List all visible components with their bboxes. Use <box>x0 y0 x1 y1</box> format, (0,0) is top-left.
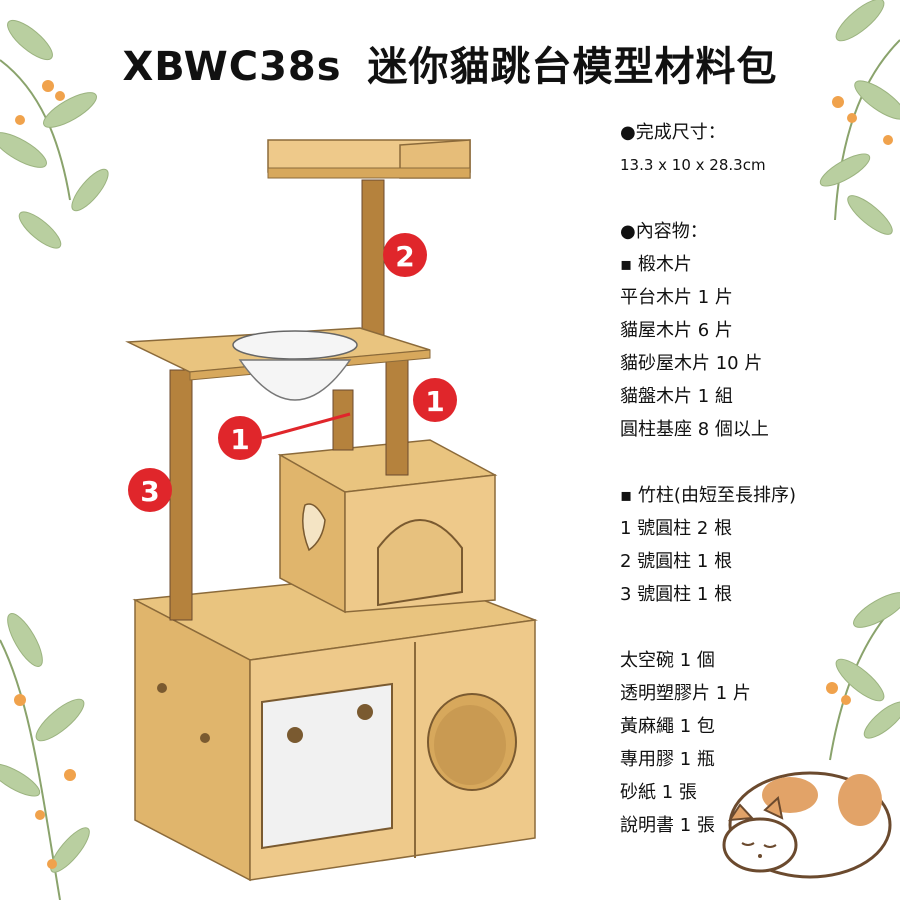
other-item: 砂紙 1 張 <box>620 782 697 803</box>
bamboo-item: 2 號圓柱 1 根 <box>620 551 733 572</box>
callout-3: 3 <box>128 468 172 512</box>
callout-1-left-label: 1 <box>230 423 249 456</box>
callout-1-left: 1 <box>218 416 262 460</box>
leaf-decoration-top-left <box>0 19 109 249</box>
page-title: XBWC38s 迷你貓跳台模型材料包 <box>0 34 900 92</box>
leaf-decoration-bottom-left <box>0 613 90 900</box>
wood-item: 貓盤木片 1 組 <box>620 386 733 407</box>
other-item: 黃麻繩 1 包 <box>620 716 715 737</box>
leaf-decoration-bottom-right <box>829 592 900 761</box>
callout-2: 2 <box>383 233 427 277</box>
callout-1-right: 1 <box>413 378 457 422</box>
size-heading: ●完成尺寸： <box>620 122 726 143</box>
spec-panel: ●完成尺寸： 13.3 x 10 x 28.3cm ●內容物： ▪ 椴木片 平台… <box>620 116 890 842</box>
wood-item: 貓屋木片 6 片 <box>620 320 733 341</box>
size-value: 13.3 x 10 x 28.3cm <box>620 156 766 174</box>
bamboo-heading: ▪ 竹柱(由短至長排序) <box>620 485 796 506</box>
wood-item: 圓柱基座 8 個以上 <box>620 419 769 440</box>
other-item: 說明書 1 張 <box>620 815 715 836</box>
sleeping-cat-icon <box>722 771 892 879</box>
other-item: 太空碗 1 個 <box>620 650 715 671</box>
product-code: XBWC38s <box>122 44 342 90</box>
contents-heading: ●內容物： <box>620 221 708 242</box>
berry-decoration-top-left <box>15 80 65 125</box>
callout-3-label: 3 <box>140 475 159 508</box>
bamboo-item: 3 號圓柱 1 根 <box>620 584 733 605</box>
leaf-decoration-top-right <box>819 0 900 235</box>
callout-1-right-label: 1 <box>425 385 444 418</box>
callout-2-label: 2 <box>395 240 414 273</box>
wood-heading: ▪ 椴木片 <box>620 254 692 275</box>
callout-line <box>261 412 351 440</box>
cat-tree-model <box>125 139 538 882</box>
berry-decoration-top-right <box>832 96 893 145</box>
other-item: 透明塑膠片 1 片 <box>620 683 751 704</box>
other-item: 專用膠 1 瓶 <box>620 749 715 770</box>
bamboo-item: 1 號圓柱 2 根 <box>620 518 733 539</box>
berry-decoration-bottom-right <box>826 682 851 705</box>
berry-decoration-bottom-left <box>14 694 76 869</box>
wood-item: 貓砂屋木片 10 片 <box>620 353 763 374</box>
wood-item: 平台木片 1 片 <box>620 287 733 308</box>
product-name: 迷你貓跳台模型材料包 <box>367 44 778 90</box>
